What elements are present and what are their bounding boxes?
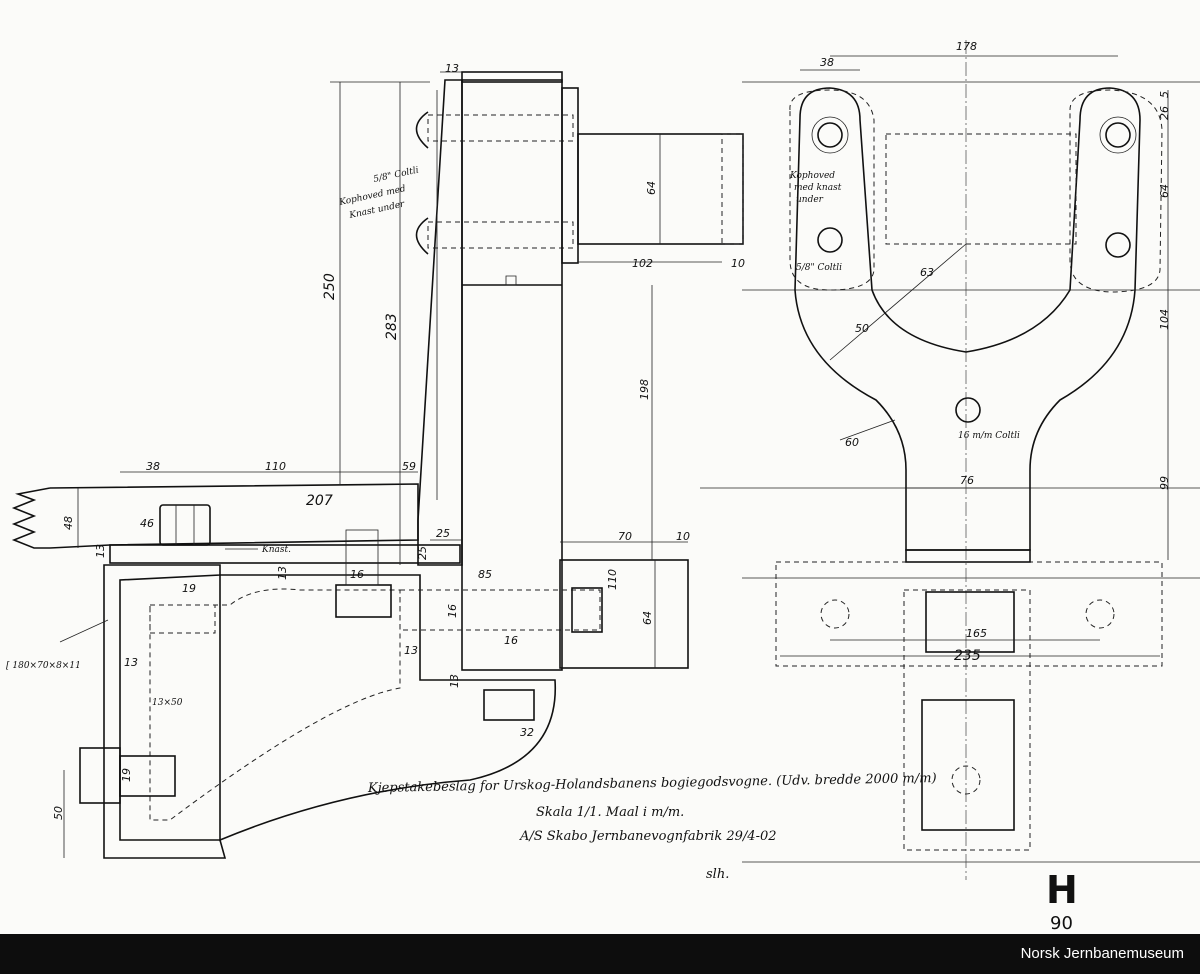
sheet-number: 90 bbox=[1050, 913, 1073, 934]
stake-cap-plate bbox=[461, 71, 563, 83]
dim-10-lower: 10 bbox=[676, 530, 690, 543]
dim-165: 165 bbox=[966, 627, 987, 640]
dim-16-b: 16 bbox=[446, 604, 459, 618]
center-hole-note: 16 m/m Coltli bbox=[958, 431, 1020, 441]
dim-48: 48 bbox=[62, 516, 75, 530]
hole-bottom-left bbox=[817, 227, 843, 253]
dim-13-top: 13 bbox=[445, 62, 459, 75]
dim-104: 104 bbox=[1158, 309, 1171, 330]
dim-46: 46 bbox=[140, 517, 154, 530]
dim-13-d: 13 bbox=[448, 674, 461, 688]
dim-64-upper: 64 bbox=[645, 181, 658, 195]
dim-26: 26 bbox=[1158, 106, 1171, 120]
plan-note-3: under bbox=[796, 195, 824, 205]
hole-center bbox=[955, 397, 981, 423]
flat-bar-label: 13×50 bbox=[152, 698, 183, 708]
dim-102: 102 bbox=[632, 257, 653, 270]
hole-top-right bbox=[1105, 122, 1131, 148]
dim-5: 5 bbox=[1158, 91, 1171, 98]
dim-38-left: 38 bbox=[146, 460, 160, 473]
nut-lower bbox=[483, 689, 535, 721]
museum-footer: Norsk Jernbanemuseum bbox=[0, 934, 1200, 974]
dim-207: 207 bbox=[306, 493, 333, 509]
section-view bbox=[11, 71, 744, 859]
stake-pocket-lower bbox=[559, 559, 689, 669]
dim-19-a: 19 bbox=[182, 582, 196, 595]
sheet-letter: H bbox=[1046, 868, 1078, 912]
paper bbox=[0, 0, 1200, 934]
bracket-casting bbox=[219, 574, 557, 842]
dim-25-b: 25 bbox=[416, 546, 429, 560]
dim-63: 63 bbox=[920, 266, 934, 279]
dim-283: 283 bbox=[384, 313, 400, 340]
drawing-scale: Skala 1/1. Maal i m/m. bbox=[536, 805, 684, 820]
dim-38-right: 38 bbox=[820, 56, 834, 69]
dim-32: 32 bbox=[520, 726, 534, 739]
drawing-maker: A/S Skabo Jernbanevognfabrik 29/4-02 bbox=[519, 829, 777, 844]
dim-50-right: 50 bbox=[855, 322, 869, 335]
dim-13-e: 13 bbox=[124, 656, 138, 669]
dim-235: 235 bbox=[954, 648, 981, 664]
dim-59: 59 bbox=[402, 460, 416, 473]
stake-iron-strap bbox=[417, 79, 463, 566]
plan-labels: 178 38 26 5 64 63 50 104 60 76 99 165 23… bbox=[789, 40, 1171, 664]
plan-note-1: Kophoved bbox=[789, 171, 835, 181]
dim-70: 70 bbox=[618, 530, 632, 543]
hole-bottom-right bbox=[1105, 232, 1131, 258]
dim-25-a: 25 bbox=[436, 527, 450, 540]
dim-60: 60 bbox=[845, 436, 859, 449]
dim-16-a: 16 bbox=[350, 568, 364, 581]
dim-10-upper: 10 bbox=[731, 257, 745, 270]
dim-13-c: 13 bbox=[404, 644, 418, 657]
dim-110-vertical: 110 bbox=[606, 569, 619, 590]
knast-label: Knast. bbox=[261, 545, 291, 555]
dim-178: 178 bbox=[956, 40, 977, 53]
upper-bolt bbox=[427, 114, 574, 142]
horizontal-bolt bbox=[399, 589, 601, 631]
footer-label: Norsk Jernbanemuseum bbox=[1020, 945, 1184, 962]
hole-top-left bbox=[817, 122, 843, 148]
dim-85: 85 bbox=[478, 568, 492, 581]
dim-50-left: 50 bbox=[52, 806, 65, 820]
dim-198: 198 bbox=[638, 379, 651, 400]
channel-label: [ 180×70×8×11 bbox=[6, 661, 81, 671]
plank-break-line bbox=[11, 487, 51, 549]
dim-13-b: 13 bbox=[276, 566, 289, 580]
floor-plank bbox=[49, 483, 419, 549]
dim-16-c: 16 bbox=[504, 634, 518, 647]
channel-section bbox=[103, 564, 227, 859]
dim-64-lower: 64 bbox=[641, 611, 654, 625]
dim-99: 99 bbox=[1158, 476, 1171, 490]
drawing-signature: slh. bbox=[706, 867, 729, 882]
nut-upper-left bbox=[159, 504, 211, 546]
plan-bolt-note: 5/8" Coltli bbox=[796, 263, 842, 273]
dim-64-right: 64 bbox=[1158, 184, 1171, 198]
dim-250: 250 bbox=[322, 273, 338, 300]
dim-13-a: 13 bbox=[94, 544, 107, 558]
plan-view bbox=[700, 40, 1200, 880]
dim-76: 76 bbox=[960, 474, 974, 487]
lower-bolt bbox=[427, 221, 574, 249]
dim-19-b: 19 bbox=[120, 768, 133, 782]
dim-110: 110 bbox=[265, 460, 286, 473]
plan-note-2: med knast bbox=[794, 183, 842, 193]
